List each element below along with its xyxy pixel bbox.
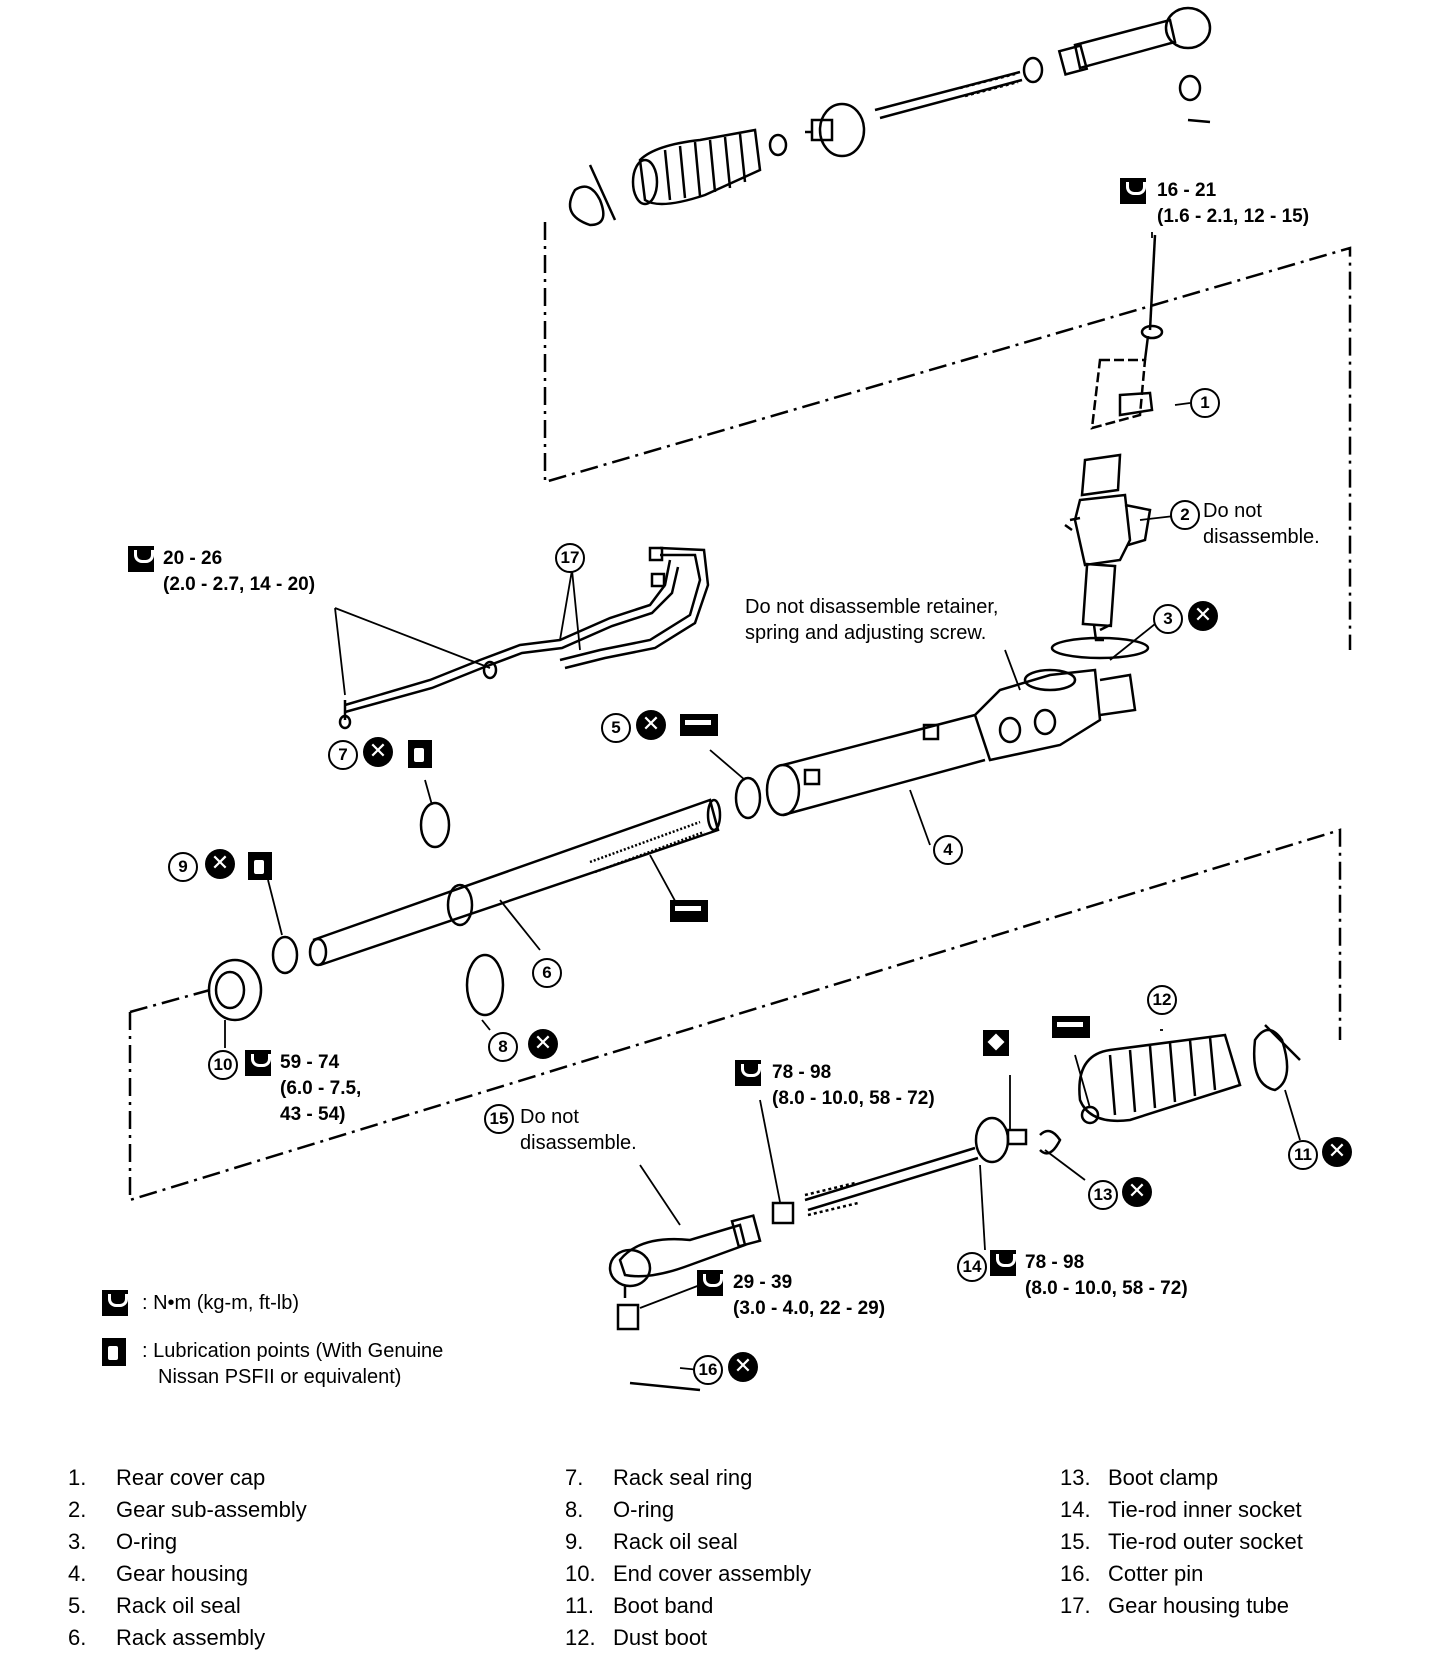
parts-list: 1.Rear cover cap 2.Gear sub-assembly 3.O… [68,1465,1303,1650]
callout-2: 2 [1170,500,1200,530]
upper-tie-rod-group [568,6,1212,227]
legend-torque-units: : N•m (kg-m, ft-lb) [142,1292,299,1314]
oil-can-icon [248,852,272,880]
note-retainer-2: spring and adjusting screw. [745,622,987,644]
end-cover-group [207,958,263,1022]
callout-15: 15 [484,1104,514,1134]
rack-oil-seal-5 [734,776,762,820]
x-circle-icon: ✕ [205,849,235,879]
x-circle-icon: ✕ [528,1029,558,1059]
torque-spec-4: 78 - 98 [772,1062,832,1083]
x-circle-icon: ✕ [1322,1137,1352,1167]
callout-14: 14 [957,1252,987,1282]
wrench-icon [245,1050,271,1076]
x-circle-icon: ✕ [363,737,393,767]
callout-12: 12 [1147,985,1177,1015]
wrench-icon [102,1290,128,1316]
torque-spec-6: 78 - 98 [1025,1252,1085,1273]
torque-spec-2-sub: (2.0 - 2.7, 14 - 20) [163,574,316,595]
wrench-icon [128,546,154,572]
grease-icon [1052,1016,1090,1038]
grease-icon [680,714,718,736]
wrench-icon [735,1060,761,1086]
x-circle-icon: ✕ [1122,1177,1152,1207]
x-circle-icon: ✕ [1188,601,1218,631]
callout-9: 9 [168,852,198,882]
wrench-icon [697,1270,723,1296]
callout-10: 10 [208,1050,238,1080]
grease-icon [670,900,708,922]
callout-4: 4 [933,835,963,865]
rack-oil-seal-9 [271,935,299,975]
o-ring-8 [465,953,505,1017]
callout-1: 1 [1190,388,1220,418]
callout-7: 7 [328,740,358,770]
torque-spec-1: 16 - 21 [1157,180,1217,201]
torque-spec-5: 29 - 39 [733,1272,793,1293]
oil-can-icon [408,740,432,768]
torque-spec-6-sub: (8.0 - 10.0, 58 - 72) [1025,1278,1188,1299]
x-circle-icon: ✕ [728,1352,758,1382]
torque-spec-3-sub: (6.0 - 7.5, [280,1078,362,1099]
lower-tie-rod-group [608,1024,1301,1392]
note-do-not-disassemble-15: Do not [520,1106,579,1128]
rack-seal-ring-7 [419,801,451,849]
torque-spec-4-sub: (8.0 - 10.0, 58 - 72) [772,1088,935,1109]
oil-can-icon [102,1338,126,1366]
torque-spec-3: 59 - 74 [280,1052,340,1073]
exploded-view-diagram [128,6,1352,1392]
wrench-icon [990,1250,1016,1276]
callout-16: 16 [693,1355,723,1385]
x-circle-icon: ✕ [636,710,666,740]
rack-assembly-group [308,798,722,967]
note-do-not-disassemble-2: Do not [1203,500,1262,522]
assembly-boundary-upper [543,222,1352,650]
torque-spec-2: 20 - 26 [163,548,223,569]
gear-housing-group [765,668,1137,817]
note-do-not-disassemble-2b: disassemble. [1203,526,1320,548]
note-do-not-disassemble-15b: disassemble. [520,1132,637,1154]
sealant-icon [983,1030,1009,1056]
callout-11: 11 [1288,1140,1318,1170]
callout-5: 5 [601,713,631,743]
note-retainer-1: Do not disassemble retainer, [745,596,999,618]
wrench-icon [1120,178,1146,204]
callout-8: 8 [488,1032,518,1062]
assembly-boundary-lower [128,828,1342,1202]
callout-6: 6 [532,958,562,988]
torque-spec-1-sub: (1.6 - 2.1, 12 - 15) [1157,206,1310,227]
gear-housing-tube-group [338,546,710,730]
legend-lube-line1: : Lubrication points (With Genuine [142,1340,444,1362]
gear-sub-assembly-group [1050,234,1164,660]
callout-17: 17 [555,543,585,573]
torque-spec-3-sub2: 43 - 54) [280,1104,346,1125]
exploded-view-drawing [128,6,1352,1392]
callout-13: 13 [1088,1180,1118,1210]
callout-3: 3 [1153,604,1183,634]
legend-lube-line2: Nissan PSFII or equivalent) [158,1366,402,1388]
torque-spec-5-sub: (3.0 - 4.0, 22 - 29) [733,1298,886,1319]
